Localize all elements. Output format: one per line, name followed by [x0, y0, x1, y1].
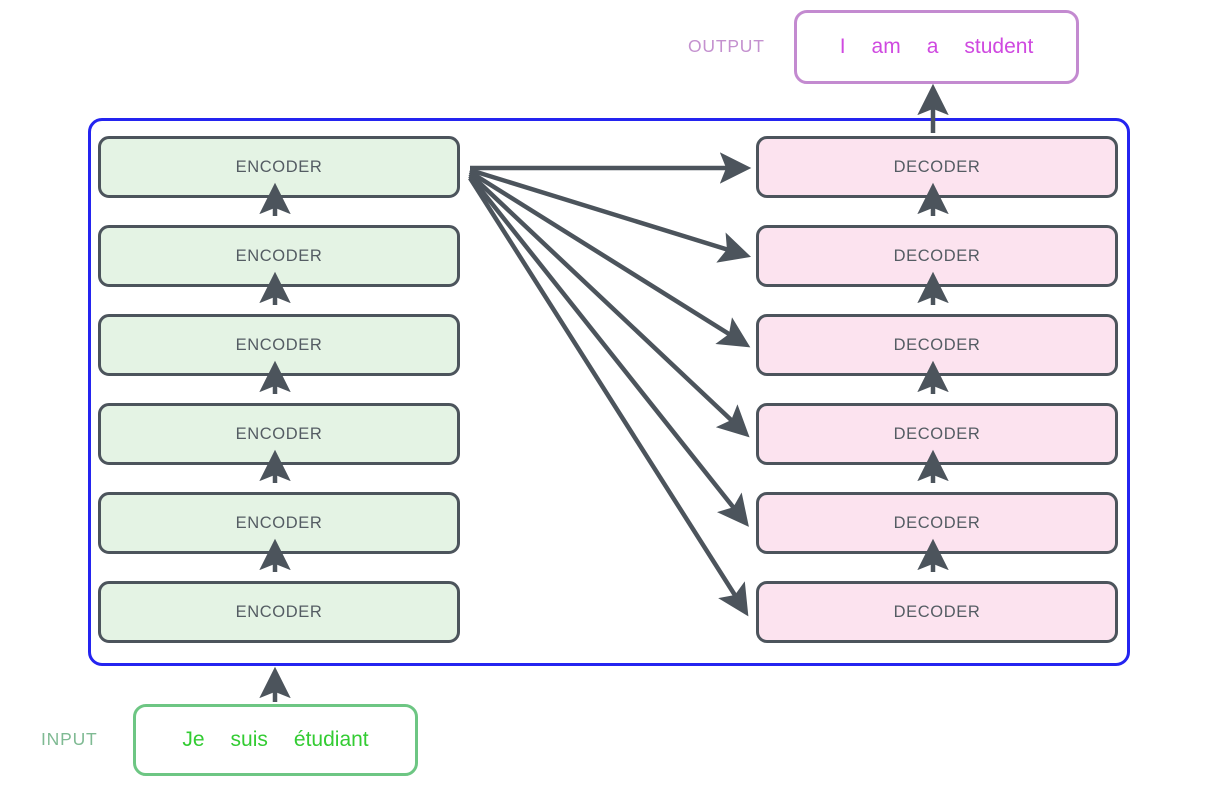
decoder-block-1[interactable]: DECODER	[756, 136, 1118, 198]
output-token-1: I	[839, 35, 846, 58]
encoder-block-2[interactable]: ENCODER	[98, 225, 460, 287]
output-token-4: student	[964, 35, 1034, 58]
input-token-1: Je	[182, 728, 205, 751]
decoder-block-3[interactable]: DECODER	[756, 314, 1118, 376]
output-tokens: I am a student	[840, 35, 1034, 59]
input-box[interactable]: Je suis étudiant	[133, 704, 418, 776]
encoder-stack: ENCODER ENCODER ENCODER ENCODER ENCODER …	[98, 136, 460, 643]
encoder-block-4[interactable]: ENCODER	[98, 403, 460, 465]
decoder-block-4[interactable]: DECODER	[756, 403, 1118, 465]
output-box[interactable]: I am a student	[794, 10, 1079, 84]
encoder-block-5[interactable]: ENCODER	[98, 492, 460, 554]
encoder-block-1[interactable]: ENCODER	[98, 136, 460, 198]
encoder-block-6[interactable]: ENCODER	[98, 581, 460, 643]
output-token-2: am	[871, 35, 901, 58]
input-label: INPUT	[41, 729, 98, 749]
input-token-3: étudiant	[293, 728, 369, 751]
decoder-block-5[interactable]: DECODER	[756, 492, 1118, 554]
encoder-decoder-container	[88, 118, 1130, 666]
decoder-stack: DECODER DECODER DECODER DECODER DECODER …	[756, 136, 1118, 643]
output-label: OUTPUT	[688, 36, 765, 56]
output-token-3: a	[926, 35, 939, 58]
input-token-2: suis	[230, 728, 268, 751]
decoder-block-6[interactable]: DECODER	[756, 581, 1118, 643]
encoder-block-3[interactable]: ENCODER	[98, 314, 460, 376]
decoder-block-2[interactable]: DECODER	[756, 225, 1118, 287]
input-tokens: Je suis étudiant	[182, 728, 368, 752]
